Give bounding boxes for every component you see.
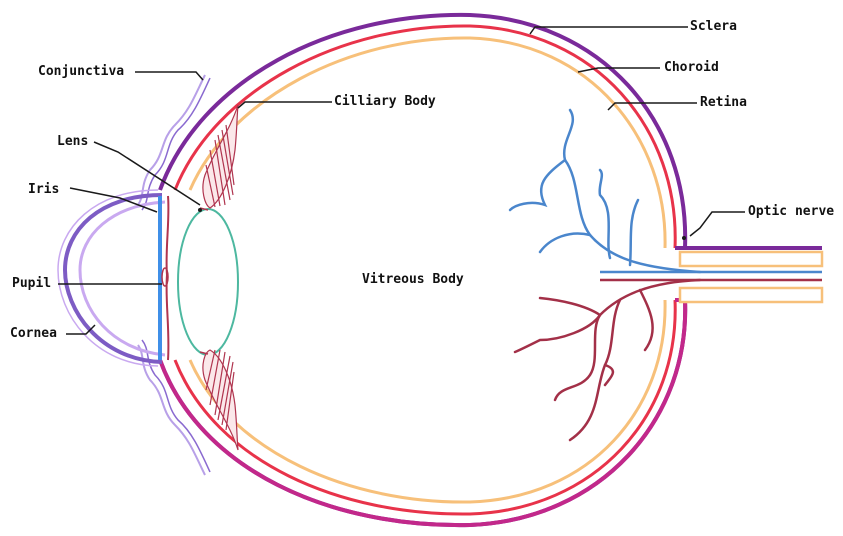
retinal-veins-red (515, 280, 700, 440)
leader-conjunctiva (135, 72, 203, 80)
conjunctiva (138, 75, 205, 475)
leader-choroid (578, 68, 660, 72)
label-pupil: Pupil (12, 276, 51, 292)
leader-optic-nerve (690, 212, 745, 236)
label-ciliary-body: Cilliary Body (334, 94, 436, 110)
optic-nerve-dot (682, 236, 686, 240)
label-iris: Iris (28, 182, 59, 198)
label-vitreous-body: Vitreous Body (362, 272, 464, 288)
sclera-lower-outline (160, 300, 685, 525)
label-retina: Retina (700, 95, 747, 111)
label-conjunctiva: Conjunctiva (38, 64, 124, 80)
cornea-outer-light (58, 190, 158, 366)
label-sclera: Sclera (690, 19, 737, 35)
lens-dot (198, 208, 202, 212)
label-choroid: Choroid (664, 60, 719, 76)
label-optic-nerve: Optic nerve (748, 204, 834, 220)
leader-retina (608, 103, 697, 110)
lens (178, 209, 238, 355)
label-cornea: Cornea (10, 326, 57, 342)
conjunctiva-outer (142, 78, 210, 472)
label-lens: Lens (57, 134, 88, 150)
leader-ciliary-body (238, 102, 332, 108)
